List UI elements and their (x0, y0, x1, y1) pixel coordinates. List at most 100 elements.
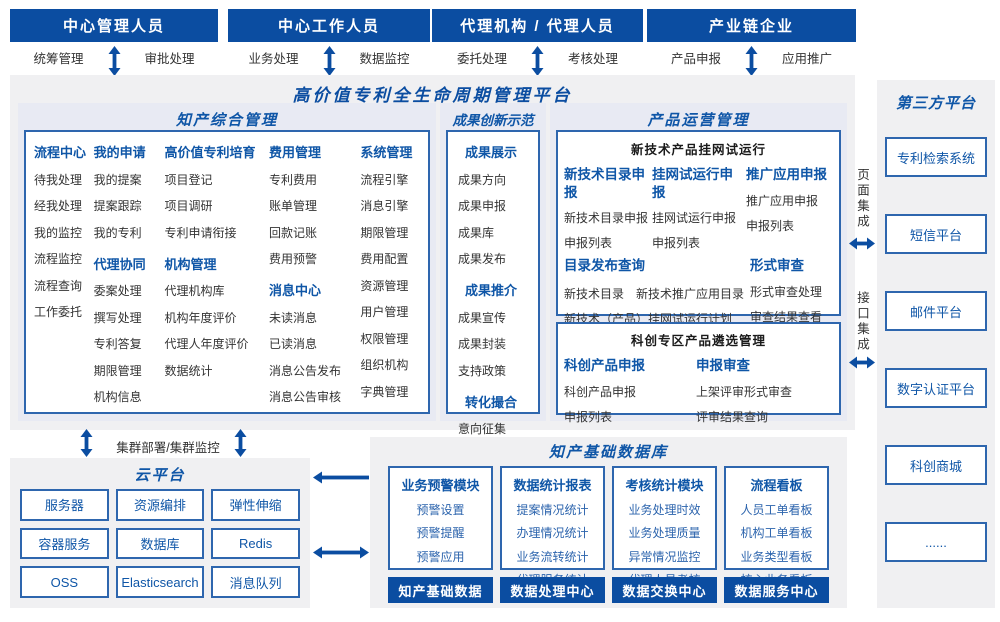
platform-title: 高价值专利全生命周期管理平台 (292, 86, 573, 105)
cloud-service-box: 弹性伸缩 (211, 489, 300, 521)
menu-item: 人员工单看板 (740, 502, 813, 517)
menu-item: 资源管理 (360, 278, 409, 293)
menu-item: 成果发布 (458, 252, 507, 266)
menu-item: 意向征集 (458, 422, 507, 436)
platform-panel: 高价值专利全生命周期管理平台 知产综合管理 流程中心待我处理经我处理我的监控流程… (10, 75, 855, 489)
section-ip-title: 知产综合管理 (175, 112, 278, 129)
menu-item: 新技术推广应用目录 (636, 286, 745, 301)
cluster-arrow-right-icon (234, 429, 247, 457)
menu-group-header: 费用管理 (268, 145, 321, 160)
ip-column: 高价值专利培育项目登记项目调研专利申请衔接机构管理代理机构库机构年度评价代理人年… (165, 134, 269, 410)
third-party-system-box: 邮件平台 (885, 291, 987, 331)
third-party-items: 专利检索系统短信平台邮件平台数字认证平台科创商城...... (877, 137, 995, 562)
achievement-box: 成果展示成果方向成果申报成果库成果发布成果推介成果宣传成果封装支持政策转化撮合意… (446, 130, 540, 489)
warehouse-module-box: 业务预警模块预警设置预警提醒预警应用 (388, 466, 493, 570)
warehouse-module-box: 数据统计报表提案情况统计办理情况统计业务流转统计代理服务统计 (500, 466, 605, 587)
menu-item: 字典管理 (360, 384, 409, 399)
cloud-service-box: 资源编排 (115, 489, 205, 521)
trial-run-box: 新技术产品挂网试运行 新技术目录申报新技术目录申报申报列表挂网试运行申报挂网试运… (556, 130, 841, 326)
menu-item: 业务处理质量 (628, 526, 701, 540)
menu-item: 成果宣传 (458, 310, 507, 325)
menu-item: 费用预警 (268, 252, 317, 266)
role-right-label: 应用推广 (782, 52, 833, 66)
role-labels: 委托处理 考核处理 (432, 42, 643, 82)
section-achievement-title: 成果创新示范 (452, 113, 534, 128)
menu-item: 成果方向 (458, 172, 507, 187)
declare-column: 挂网试运行申报挂网试运行申报申报列表 (652, 160, 746, 251)
menu-group-header: 流程中心 (34, 145, 87, 160)
cloud-service-box: 数据库 (115, 527, 205, 560)
cloud-service-box: Redis (211, 527, 300, 560)
page-integration-arrow-icon (849, 237, 875, 250)
third-party-system-box: 数字认证平台 (885, 368, 987, 408)
menu-item: 专利答复 (93, 337, 142, 351)
menu-group-header: 业务预警模块 (401, 478, 480, 493)
menu-item: 我的专利 (93, 225, 142, 240)
role-header-bar: 产业链企业 (647, 9, 856, 42)
menu-item: 已读消息 (268, 337, 317, 351)
menu-group-header: 流程看板 (750, 478, 803, 493)
role-header-bar: 代理机构 / 代理人员 (432, 9, 643, 42)
menu-item: 机构信息 (93, 390, 142, 404)
menu-item: 新技术目录 (564, 286, 625, 301)
warehouse-bars: 知产基础数据数据处理中心数据交换中心数据服务中心 (388, 577, 829, 603)
declare-column: 推广应用申报推广应用申报申报列表 (746, 160, 832, 251)
menu-group-header: 系统管理 (360, 145, 413, 160)
selection-box: 科创专区产品遴选管理 科创产品申报科创产品申报申报列表申报审查上架评审形式审查评… (556, 322, 841, 424)
warehouse-modules: 业务预警模块预警设置预警提醒预警应用数据统计报表提案情况统计办理情况统计业务流转… (388, 466, 829, 587)
selection-columns: 科创产品申报科创产品申报申报列表申报审查上架评审形式审查评审结果查询 (564, 351, 833, 425)
third-party-system-box: ...... (885, 522, 987, 562)
role-left-label: 业务处理 (248, 52, 299, 66)
role-left-label: 委托处理 (456, 52, 507, 66)
menu-item: 预警设置 (416, 502, 465, 517)
cloud-title: 云平台 (134, 467, 186, 484)
cloud-service-box: 消息队列 (211, 566, 300, 598)
menu-item: 组织机构 (360, 358, 409, 372)
cloud-service-box: Elasticsearch (115, 566, 205, 598)
menu-item: 成果封装 (458, 337, 507, 351)
menu-item: 消息公告审核 (268, 390, 341, 404)
menu-item: 成果库 (458, 225, 495, 240)
role-header-bar: 中心工作人员 (228, 9, 430, 42)
menu-item: 回款记账 (268, 225, 317, 240)
menu-group-header: 科创产品申报 (564, 358, 645, 373)
menu-item: 申报列表 (564, 409, 613, 424)
menu-item: 挂网试运行申报 (652, 211, 737, 226)
role-left-label: 产品申报 (670, 52, 721, 66)
role-group: 中心管理人员统筹管理审批处理 (10, 9, 218, 82)
role-right-label: 考核处理 (568, 52, 619, 66)
cluster-arrow-left-icon (80, 429, 93, 457)
role-group: 产业链企业产品申报 应用推广 (647, 9, 856, 82)
menu-item: 机构工单看板 (740, 526, 813, 540)
warehouse-title: 知产基础数据库 (548, 444, 668, 461)
menu-item: 形式审查处理 (750, 284, 823, 299)
cloud-service-box: 容器服务 (20, 527, 109, 560)
section-product-ops: 产品运营管理 新技术产品挂网试运行 新技术目录申报新技术目录申报申报列表挂网试运… (550, 103, 847, 424)
menu-item: 推广应用申报 (746, 193, 819, 208)
role-labels: 业务处理数据监控 (228, 42, 430, 82)
interface-integration-arrow-icon (849, 356, 875, 369)
warehouse-panel: 知产基础数据库 业务预警模块预警设置预警提醒预警应用数据统计报表提案情况统计办理… (370, 437, 847, 608)
menu-group-header: 形式审查 (750, 258, 804, 274)
menu-item: 期限管理 (360, 225, 409, 240)
menu-group-header: 消息中心 (268, 283, 321, 298)
double-arrow-vertical-icon (108, 46, 121, 76)
menu-item: 权限管理 (360, 331, 409, 346)
role-group: 中心工作人员业务处理数据监控 (228, 9, 430, 82)
ip-management-box: 流程中心待我处理经我处理我的监控流程监控流程查询工作委托我的申请我的提案提案跟踪… (24, 130, 430, 414)
declare-columns: 新技术目录申报新技术目录申报申报列表挂网试运行申报挂网试运行申报申报列表推广应用… (564, 160, 833, 251)
warehouse-to-cloud-arrow-icon (313, 471, 369, 484)
menu-item: 申报列表 (652, 236, 701, 251)
menu-item: 项目登记 (164, 172, 213, 187)
menu-group-header: 我的申请 (93, 145, 146, 160)
menu-group-header: 考核统计模块 (625, 478, 704, 493)
menu-group-header: 新技术目录申报 (564, 167, 645, 200)
menu-item: 预警提醒 (416, 526, 465, 540)
cloud-service-box: OSS (20, 566, 109, 598)
catalog-query-row: 目录发布查询新技术目录新技术推广应用目录新技术（产品）挂网试运行计划形式审查形式… (564, 251, 833, 327)
menu-item: 未读消息 (268, 310, 317, 325)
section-product-ops-title: 产品运营管理 (647, 112, 750, 129)
menu-item: 审查结果查看 (750, 309, 823, 324)
third-party-system-box: 科创商城 (885, 445, 987, 485)
